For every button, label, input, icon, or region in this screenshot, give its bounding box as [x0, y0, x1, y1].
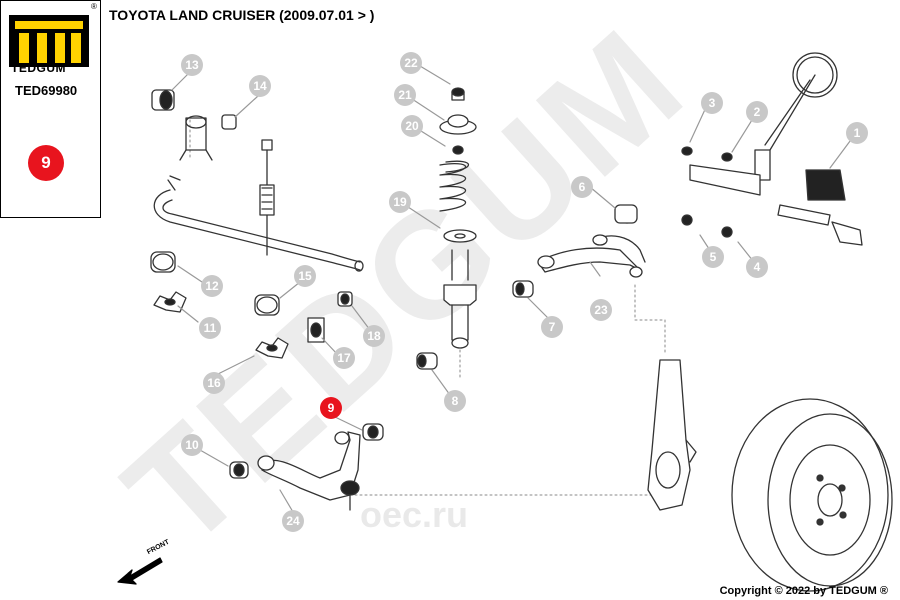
callout-12: 12 — [201, 275, 223, 297]
callout-4: 4 — [746, 256, 768, 278]
wheel — [731, 398, 893, 592]
bracket-17-18 — [307, 291, 353, 343]
callout-24: 24 — [282, 510, 304, 532]
callout-23: 23 — [590, 299, 612, 321]
callout-5: 5 — [702, 246, 724, 268]
strut-assembly — [416, 87, 477, 370]
callout-2: 2 — [746, 101, 768, 123]
callout-19: 19 — [389, 191, 411, 213]
callout-7: 7 — [541, 316, 563, 338]
stabilizer-bushings — [150, 251, 289, 359]
callout-20: 20 — [401, 115, 423, 137]
page-title: TOYOTA LAND CRUISER (2009.07.01 > ) — [109, 7, 375, 23]
registered-mark: ® — [91, 2, 97, 11]
callout-8: 8 — [444, 390, 466, 412]
callout-6: 6 — [571, 176, 593, 198]
bracket-13-assembly — [151, 89, 213, 161]
stabilizer-bar — [153, 175, 364, 272]
lower-control-arm — [229, 204, 638, 511]
shop-watermark: oec.ru — [360, 494, 469, 535]
forward-arrow-icon — [117, 557, 163, 585]
callout-13: 13 — [181, 54, 203, 76]
callout-18: 18 — [363, 325, 385, 347]
copyright-notice: Copyright © 2022 by TEDGUM ® — [719, 585, 888, 597]
steering-knuckle — [647, 359, 697, 511]
highlight-position-badge: 9 — [28, 145, 64, 181]
callout-3: 3 — [701, 92, 723, 114]
callout-22: 22 — [400, 52, 422, 74]
callout-14: 14 — [249, 75, 271, 97]
callout-10: 10 — [181, 434, 203, 456]
info-box: ® TEDGUM TED69980 9 — [0, 0, 101, 218]
callout-21: 21 — [394, 84, 416, 106]
callout-1: 1 — [846, 122, 868, 144]
link-rod-14 — [221, 114, 275, 256]
callout-17: 17 — [333, 347, 355, 369]
callout-9: 9 — [320, 397, 342, 419]
callout-11: 11 — [199, 317, 221, 339]
tedgum-logo — [9, 15, 89, 67]
callout-15: 15 — [294, 265, 316, 287]
brand-name: TEDGUM — [11, 61, 66, 75]
part-number: TED69980 — [15, 83, 78, 98]
callout-16: 16 — [203, 372, 225, 394]
steering-assembly — [681, 52, 863, 246]
